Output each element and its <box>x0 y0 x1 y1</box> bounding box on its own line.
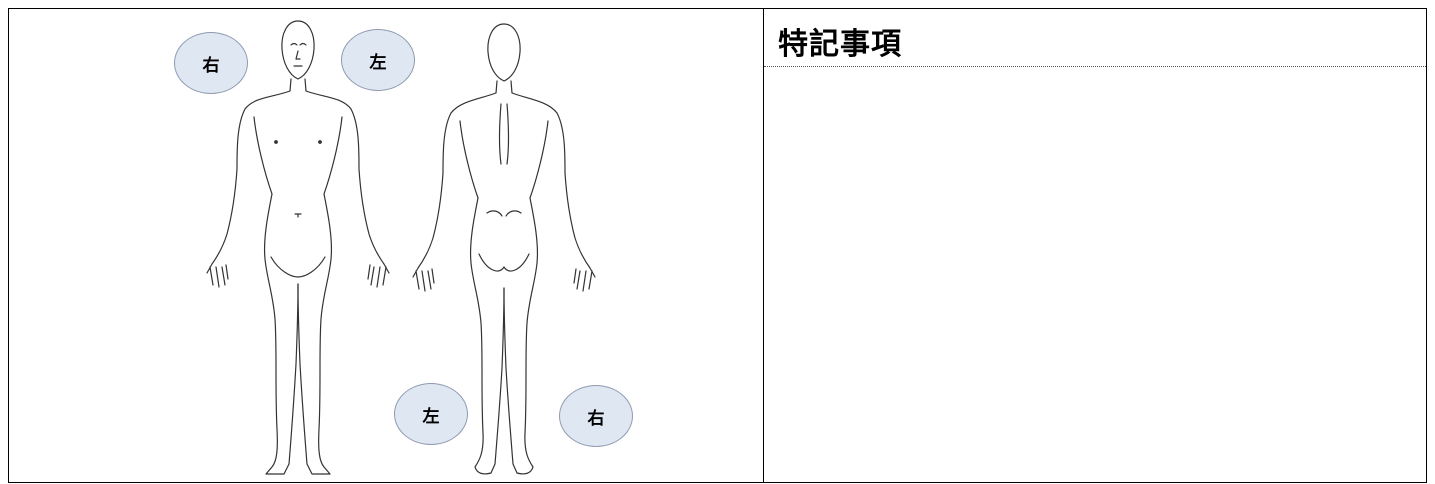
back-right-side-badge: 右 <box>559 385 633 447</box>
body-diagram-panel: 右 左 左 右 <box>9 9 764 482</box>
body-outline-diagram <box>206 20 596 475</box>
front-left-side-badge: 左 <box>341 29 415 91</box>
notes-divider <box>764 66 1426 67</box>
back-left-side-badge: 左 <box>394 383 468 445</box>
notes-panel: 特記事項 <box>764 9 1426 482</box>
body-chart-form: 右 左 左 右 特記事項 <box>8 8 1427 483</box>
notes-title: 特記事項 <box>778 27 902 62</box>
back-body-figure <box>412 23 596 475</box>
notes-content-area[interactable] <box>764 67 1426 482</box>
front-body-figure <box>206 20 390 475</box>
front-right-side-badge: 右 <box>174 32 248 94</box>
